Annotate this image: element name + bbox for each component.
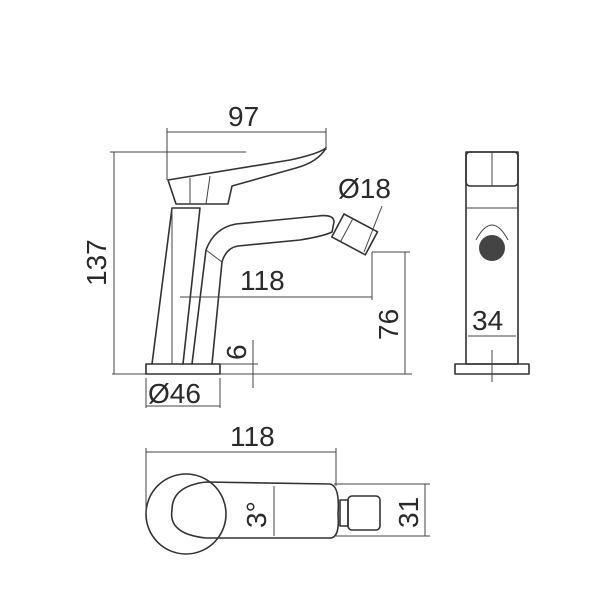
body-outline [151,207,201,365]
dim-spray-width: 31 [393,497,424,528]
spout-outline [191,214,335,365]
dim-overall-length: 118 [230,421,275,452]
side-view: 97 137 Ø18 118 76 6 Ø46 [81,101,412,409]
lever-detail [205,175,211,205]
top-spray-head [347,495,381,531]
dim-spout-height: 76 [373,309,404,340]
dim-base-diameter: Ø46 [148,378,201,409]
dim-base-thickness: 6 [221,344,252,360]
top-base-circle [145,473,227,555]
front-spout-arc [475,224,509,241]
dim-body-width: 34 [472,305,503,336]
dim-spout-reach: 118 [240,265,285,296]
dim-lever-length: 97 [228,101,259,132]
dim-angle: 3° [241,501,272,528]
spray-head-line [340,218,354,242]
lever-outline [167,147,327,205]
dim-height: 137 [81,239,112,286]
spray-knob-icon [479,235,505,261]
top-lever [170,481,340,539]
top-spray-joint [339,499,349,527]
leader-line [363,205,383,253]
spray-head-body [330,213,379,256]
top-view: 118 3° 31 [145,421,430,555]
base-plate [145,363,221,375]
front-view: 34 [454,151,530,382]
spray-head [330,213,379,256]
dim-spray-diameter: Ø18 [338,173,391,204]
spout-joint-line [205,249,223,263]
